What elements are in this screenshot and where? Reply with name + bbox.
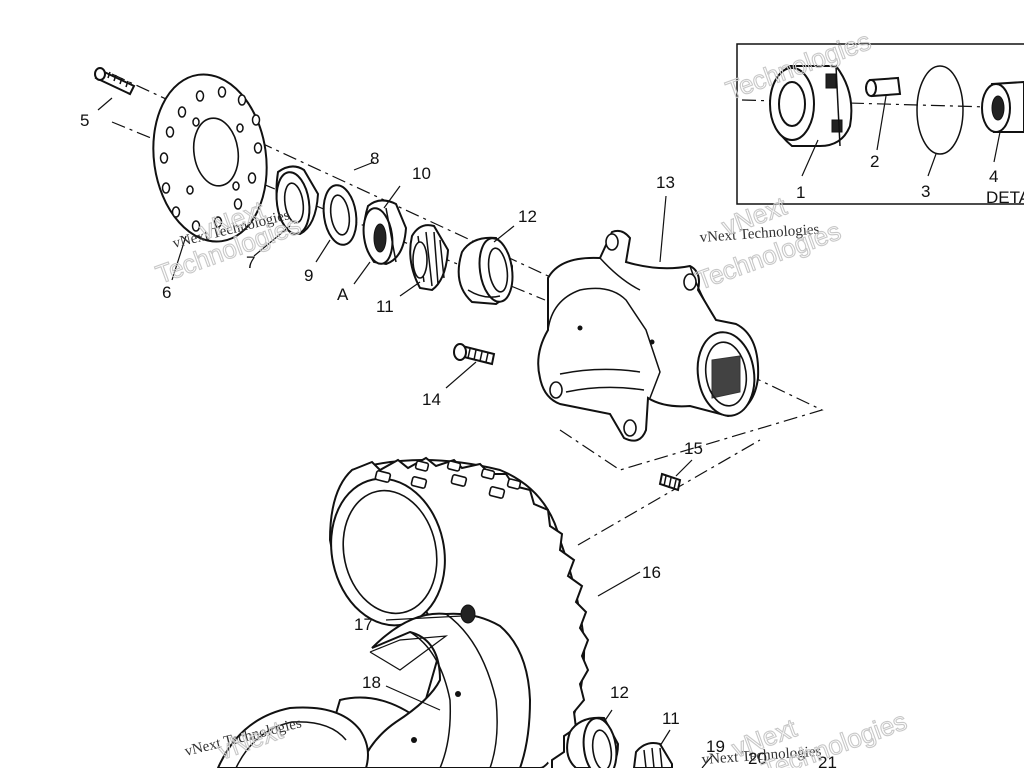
callout-10: 10: [412, 164, 431, 183]
callout-7: 7: [246, 253, 255, 272]
callout-3: 3: [921, 182, 930, 201]
callout-a: A: [337, 285, 349, 304]
callout-14: 14: [422, 390, 441, 409]
callout-20: 20: [748, 749, 767, 768]
part-9-retainer-ring: [322, 184, 358, 246]
detail-label: DETA: [986, 188, 1024, 207]
part-11-roller-bearing: [409, 224, 450, 292]
callout-16: 16: [642, 563, 661, 582]
detail-part-1-hub: [769, 65, 853, 147]
detail-part-3-ring: [916, 65, 964, 155]
callout-13: 13: [656, 173, 675, 192]
callout-17: 17: [354, 615, 373, 634]
callout-18: 18: [362, 673, 381, 692]
part-12-bearing-race: [457, 236, 514, 306]
callout-6: 6: [162, 283, 171, 302]
part-11-roller-bearing-lower: [632, 742, 673, 768]
callout-9: 9: [304, 266, 313, 285]
detail-part-2-pin: [865, 76, 902, 98]
part-12-bearing-race-lower: [566, 716, 620, 768]
callout-21: 21: [818, 753, 837, 768]
detail-part-4-spindle: [981, 80, 1024, 133]
part-15-set-screw: [658, 472, 682, 492]
part-14-screw: [453, 343, 496, 366]
callout-2: 2: [870, 152, 879, 171]
part-16-tire: [216, 456, 590, 768]
detail-inset: 1 2 3 4 DETA: [736, 43, 1024, 207]
callout-1: 1: [796, 183, 805, 202]
callout-12-lower: 12: [610, 683, 629, 702]
part-5-bolt: [94, 67, 136, 96]
part-13-wheel-hub: [537, 229, 760, 442]
callout-5: 5: [80, 111, 89, 130]
callout-15: 15: [684, 439, 703, 458]
callout-11-lower: 11: [662, 709, 680, 728]
part-6-brake-disc: [152, 73, 268, 243]
callout-12: 12: [518, 207, 537, 226]
callout-8: 8: [370, 149, 379, 168]
callout-11: 11: [376, 297, 394, 316]
part-10-bearing-cup: [362, 199, 408, 266]
callout-4: 4: [989, 167, 998, 186]
part-7-seal: [275, 165, 320, 236]
callout-19: 19: [706, 737, 725, 756]
